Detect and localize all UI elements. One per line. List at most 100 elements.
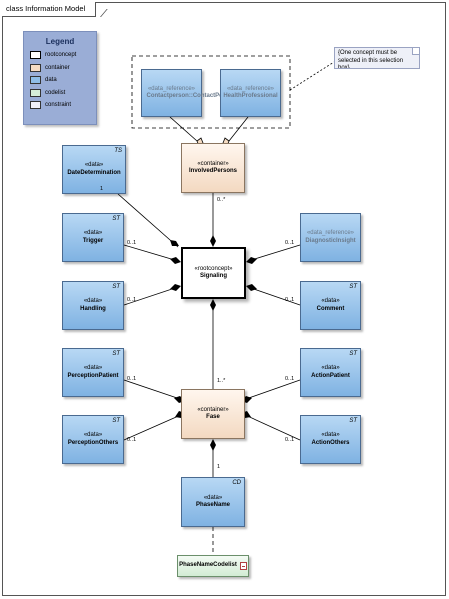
link-diagnostic-signaling (247, 244, 301, 262)
legend-label: constraint (45, 102, 72, 109)
legend-swatch-codelist (30, 88, 41, 97)
link-comment-signaling (247, 286, 301, 306)
note-fold-corner (412, 48, 419, 55)
legend-label: container (45, 64, 70, 71)
node-name: PerceptionOthers (67, 439, 119, 446)
node-signaling[interactable]: «rootconcept» Signaling (181, 247, 246, 299)
multiplicity-handling: 0..1 (127, 297, 137, 303)
document-icon (239, 562, 247, 570)
link-trigger-signaling (123, 244, 179, 262)
node-name: Signaling (200, 273, 227, 279)
node-type: TS (114, 148, 122, 154)
node-name: PhaseNameCodelist (179, 562, 237, 569)
node-type: ST (349, 418, 357, 424)
multiplicity-date: 1 (100, 186, 104, 192)
legend-item-data: data (30, 74, 96, 87)
legend-swatch-container (30, 63, 41, 72)
multiplicity-diagnostic: 0..1 (285, 240, 295, 246)
legend-item-constraint: constraint (30, 99, 96, 112)
legend-title: Legend (45, 37, 75, 46)
multiplicity-comment: 0..1 (285, 297, 295, 303)
link-contactperson (169, 116, 198, 142)
diamond-signaling-bottom (210, 299, 216, 311)
node-type: ST (112, 284, 120, 290)
multiplicity-phasename: 1 (217, 464, 221, 470)
multiplicity-perception-others: 0..1 (127, 437, 137, 443)
legend-item-container: container (30, 62, 96, 75)
diamond-handling (170, 284, 181, 291)
node-stereotype: «data» (83, 298, 103, 304)
legend-label: codelist (45, 89, 66, 96)
node-name: HealthProfessional (223, 93, 278, 99)
link-perceptionothers-fase (123, 413, 184, 441)
node-datedetermination[interactable]: TS «data» DateDetermination (62, 145, 126, 194)
node-stereotype: «container» (197, 160, 229, 167)
node-name: Comment (316, 305, 345, 312)
node-stereotype: «data_reference» (147, 85, 196, 92)
node-name: DiagnosticInsight (305, 237, 356, 244)
legend-label: rootconcept (45, 52, 77, 59)
legend-swatch-rootconcept (30, 51, 41, 60)
legend-item-rootconcept: rootconcept (30, 49, 96, 62)
node-perceptionothers[interactable]: ST «data» PerceptionOthers (62, 415, 124, 464)
node-stereotype: «data» (84, 162, 104, 168)
node-stereotype: «data» (321, 432, 340, 438)
node-actionothers[interactable]: ST «data» ActionOthers (300, 415, 361, 464)
legend-swatch-constraint (30, 101, 41, 110)
node-type: CD (232, 480, 241, 486)
node-stereotype: «data» (203, 494, 223, 501)
diamond-fase-bottom (210, 439, 216, 451)
node-type: ST (349, 284, 357, 290)
node-name: Trigger (82, 237, 104, 244)
selection-box (131, 55, 291, 129)
multiplicity-trigger: 0..1 (127, 240, 137, 246)
node-name: PhaseName (195, 502, 231, 508)
note-anchor-line (289, 61, 335, 91)
link-handling-signaling (123, 286, 179, 306)
node-handling[interactable]: ST «data» Handling (62, 281, 124, 330)
multiplicity-action-others: 0..1 (285, 437, 295, 443)
node-stereotype: «rootconcept» (194, 265, 233, 272)
node-stereotype: «data» (83, 230, 103, 236)
diagram-title: class Information Model (2, 2, 97, 17)
diamond-signaling-top (210, 235, 216, 247)
node-involvedpersons[interactable]: «container» InvolvedPersons (181, 143, 245, 193)
node-name: DateDetermination (67, 169, 121, 176)
constraint-note[interactable]: {One concept must be selected in this se… (334, 47, 420, 69)
node-name: ActionPatient (311, 372, 350, 379)
node-comment[interactable]: ST «data» Comment (300, 281, 361, 330)
legend-swatch-data (30, 76, 41, 85)
node-stereotype: «data» (321, 365, 340, 371)
node-fase[interactable]: «container» Fase (181, 389, 245, 439)
node-name: InvolvedPersons (188, 168, 238, 174)
node-stereotype: «data_reference» (306, 230, 355, 236)
multiplicity-perception-patient: 0..1 (127, 376, 137, 382)
node-type: ST (349, 351, 357, 357)
node-diagnosticinsight[interactable]: «data_reference» DiagnosticInsight (300, 213, 361, 262)
node-type: ST (112, 418, 120, 424)
node-stereotype: «data» (83, 365, 103, 371)
diamond-diagnostic (246, 257, 257, 264)
node-phasename[interactable]: CD «data» PhaseName (181, 477, 245, 527)
node-stereotype: «container» (197, 406, 229, 413)
node-trigger[interactable]: ST «data» Trigger (62, 213, 124, 262)
node-stereotype: «data» (83, 432, 103, 438)
node-stereotype: «data» (321, 298, 340, 304)
link-healthprofessional (228, 116, 249, 142)
node-type: ST (112, 216, 120, 222)
diamond-date (170, 240, 179, 246)
node-stereotype: «data_reference» (226, 85, 275, 92)
node-name: ActionOthers (311, 439, 350, 446)
note-text: {One concept must be selected in this se… (338, 50, 404, 69)
node-actionpatient[interactable]: ST «data» ActionPatient (300, 348, 361, 397)
link-actionothers-fase (242, 413, 301, 441)
multiplicity-action-patient: 0..1 (285, 376, 295, 382)
node-contactperson[interactable]: «data_reference» Contactperson::ContactP… (141, 69, 236, 117)
node-name: Contactperson::ContactPerson (146, 93, 236, 99)
node-phasenamecodelist[interactable]: PhaseNameCodelist (177, 555, 249, 577)
node-perceptionpatient[interactable]: ST «data» PerceptionPatient (62, 348, 124, 397)
link-actionpatient-fase (242, 379, 301, 401)
node-healthprofessional[interactable]: «data_reference» HealthProfessional (220, 69, 281, 117)
node-name: Handling (80, 305, 106, 312)
